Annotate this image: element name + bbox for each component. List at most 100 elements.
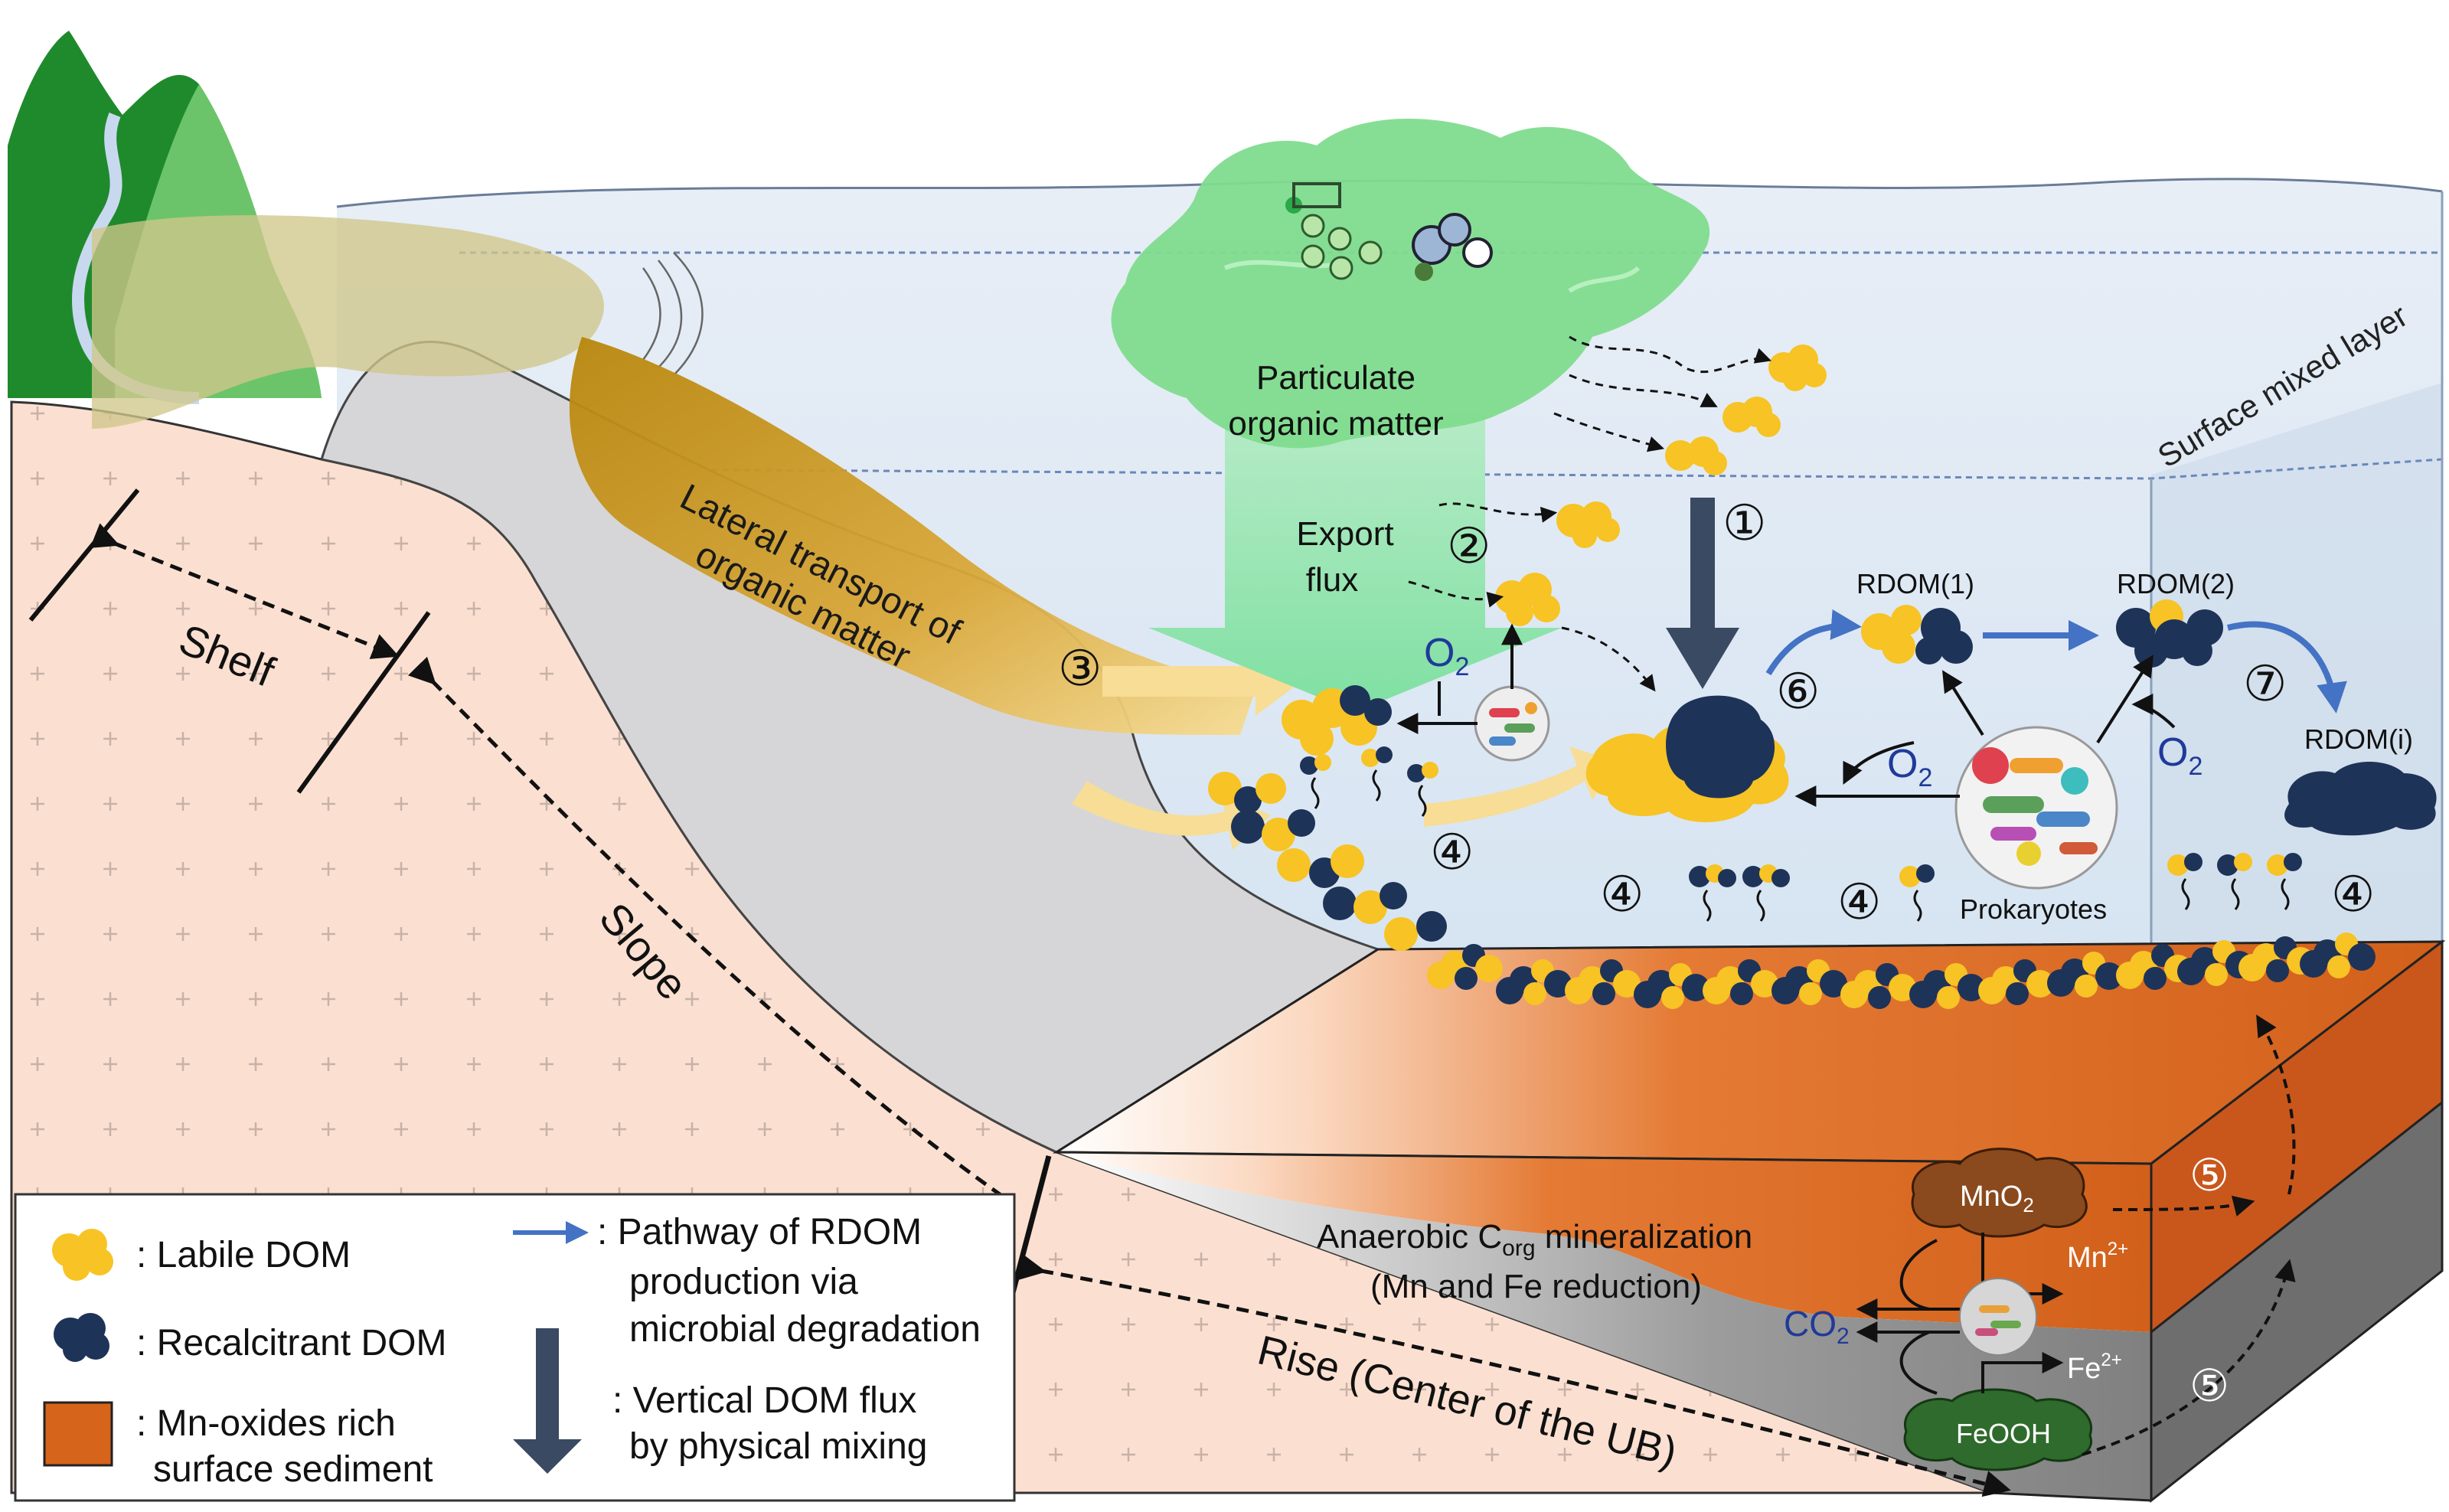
- dom-particle: [2075, 975, 2098, 998]
- svg-text:⑤: ⑤: [2189, 1361, 2229, 1411]
- dom-particle: [2205, 963, 2228, 986]
- fe2-label: Fe2+: [2067, 1350, 2122, 1385]
- step-1: ①: [1722, 495, 1766, 550]
- sediment-microbes: [1959, 1278, 2037, 1356]
- svg-text:Anaerobic Corg mineralization: Anaerobic Corg mineralization: [1317, 1218, 1752, 1261]
- legend-mn-label-2: surface sediment: [153, 1449, 433, 1490]
- dom-particle: [1868, 986, 1891, 1009]
- svg-text:O2: O2: [1887, 742, 1932, 792]
- dom-particle: [2047, 969, 2075, 997]
- dom-particle: [1771, 977, 1799, 1004]
- dom-seafloor-aggregates: [1427, 932, 2376, 1009]
- step-4-slope: ④: [1430, 825, 1474, 880]
- dom-particle: [2026, 970, 2054, 998]
- legend-vertical-label-2: by physical mixing: [629, 1426, 927, 1467]
- step-4-floor-c: ④: [2331, 867, 2375, 922]
- step-2: ②: [1447, 518, 1491, 573]
- dom-particle: [1634, 981, 1661, 1008]
- svg-text:O2: O2: [1424, 631, 1469, 681]
- legend-mn-label-1: : Mn-oxides rich: [136, 1403, 396, 1444]
- svg-text:⑤: ⑤: [2189, 1151, 2229, 1200]
- sediment-edges: [1056, 1151, 2153, 1502]
- river-plume: [92, 215, 604, 429]
- dom-particle: [1496, 977, 1523, 1004]
- co2-label: CO2: [1784, 1304, 1850, 1349]
- svg-text:MnO2: MnO2: [1960, 1181, 2034, 1216]
- vertical-flux-arrow: [1666, 498, 1739, 689]
- rdom2-aggregate: [2116, 599, 2223, 668]
- dom-particle: [2095, 962, 2123, 990]
- dom-particle: [1682, 974, 1709, 1001]
- lateral-arrow-1: [1102, 647, 1301, 716]
- rdom1-label: RDOM(1): [1856, 568, 1974, 599]
- svg-text:Prokaryotes: Prokaryotes: [1960, 893, 2107, 925]
- dom-particle: [1799, 982, 1822, 1005]
- anaerobic-label: Anaerobic Corg mineralization (Mn and Fe…: [1317, 1218, 1752, 1305]
- step-markers: ① ② ③ ④ ④ ④ ④ ⑥ ⑦: [1058, 495, 2375, 929]
- legend-vertical-arrow: [513, 1328, 582, 1474]
- dom-particle: [1661, 986, 1684, 1009]
- dom-particle: [1978, 977, 2006, 1004]
- dom-particle: [1427, 962, 1455, 989]
- dom-particle: [2116, 962, 2144, 989]
- rdom1-aggregate: [1861, 605, 1973, 665]
- sediment-upflux-arrows: [2082, 1014, 2296, 1456]
- microbe-cluster-small: [1474, 685, 1550, 762]
- step5-markers: ⑤ ⑤: [2189, 1151, 2229, 1411]
- rdom-pathway-arrows: [1765, 609, 2347, 714]
- step-7: ⑦: [2243, 656, 2287, 711]
- export-flux-arrow: [1148, 413, 1562, 712]
- legend-mn-swatch: [43, 1401, 113, 1467]
- prokaryotes-cluster: Prokaryotes: [1954, 726, 2118, 925]
- svg-text:Particulate: Particulate: [1256, 359, 1416, 397]
- diffusion-dashed-arrows: [1408, 335, 1771, 692]
- svg-text:flux: flux: [1306, 561, 1358, 599]
- lateral-transport-band: [569, 337, 1256, 735]
- dom-particle: [2144, 967, 2167, 990]
- dom-aggregate-large: [1585, 695, 1789, 822]
- particulate-label: Particulate organic matter: [1228, 359, 1443, 442]
- step-4-floor-a: ④: [1600, 867, 1644, 922]
- legend-vertical-label-1: : Vertical DOM flux: [612, 1380, 916, 1421]
- rdomi-label: RDOM(i): [2304, 723, 2413, 755]
- dom-emitters: [1300, 746, 2302, 922]
- dom-particle: [1455, 967, 1478, 990]
- export-flux-label: Export flux: [1296, 515, 1393, 599]
- rdomi-aggregate: [2284, 762, 2437, 836]
- svg-text:Export: Export: [1296, 515, 1393, 553]
- dom-particle: [2006, 982, 2029, 1005]
- dom-particle: [1565, 977, 1592, 1004]
- legend-box: [14, 1193, 1016, 1502]
- dom-particle: [2327, 955, 2350, 978]
- dom-particle: [2238, 954, 2266, 981]
- legend: : Labile DOM : Recalcitrant DOM : Mn-oxi…: [14, 1193, 1016, 1502]
- dom-particle: [2300, 950, 2327, 978]
- dom-particle: [1613, 970, 1641, 998]
- dom-particle: [1730, 982, 1753, 1005]
- o2-labels: O2 O2 O2: [1424, 631, 2202, 792]
- feooh-cloud: FeOOH: [1903, 1388, 2093, 1471]
- dom-particle: [1475, 955, 1503, 982]
- rdom2-label: RDOM(2): [2117, 568, 2235, 599]
- dom-particle: [1703, 977, 1730, 1004]
- legend-labile-icon: [52, 1229, 113, 1281]
- step-4-floor-b: ④: [1837, 874, 1881, 929]
- dom-particle: [1840, 981, 1868, 1008]
- dom-particle: [1958, 974, 1985, 1001]
- svg-text:FeOOH: FeOOH: [1956, 1418, 2051, 1449]
- river-plume-ripples: [642, 252, 704, 376]
- legend-recalcitrant-icon: [54, 1313, 109, 1362]
- lateral-arrow-3: [1424, 746, 1615, 827]
- dom-particle: [1909, 981, 1937, 1008]
- mno2-cloud: MnO2: [1911, 1148, 2088, 1238]
- phytoplankton-bloom: [1111, 119, 1710, 449]
- dom-particle: [2177, 958, 2205, 985]
- dom-particle: [1523, 982, 1546, 1005]
- oxidation-arrows: [1396, 623, 2176, 807]
- svg-text:(Mn and Fe reduction): (Mn and Fe reduction): [1370, 1268, 1702, 1305]
- plankton-cells: [1285, 182, 1493, 281]
- dom-slope-aggregates: [1208, 685, 1447, 951]
- legend-pathway-label-2: production via: [629, 1262, 858, 1302]
- rise-marker: [1017, 1253, 2011, 1497]
